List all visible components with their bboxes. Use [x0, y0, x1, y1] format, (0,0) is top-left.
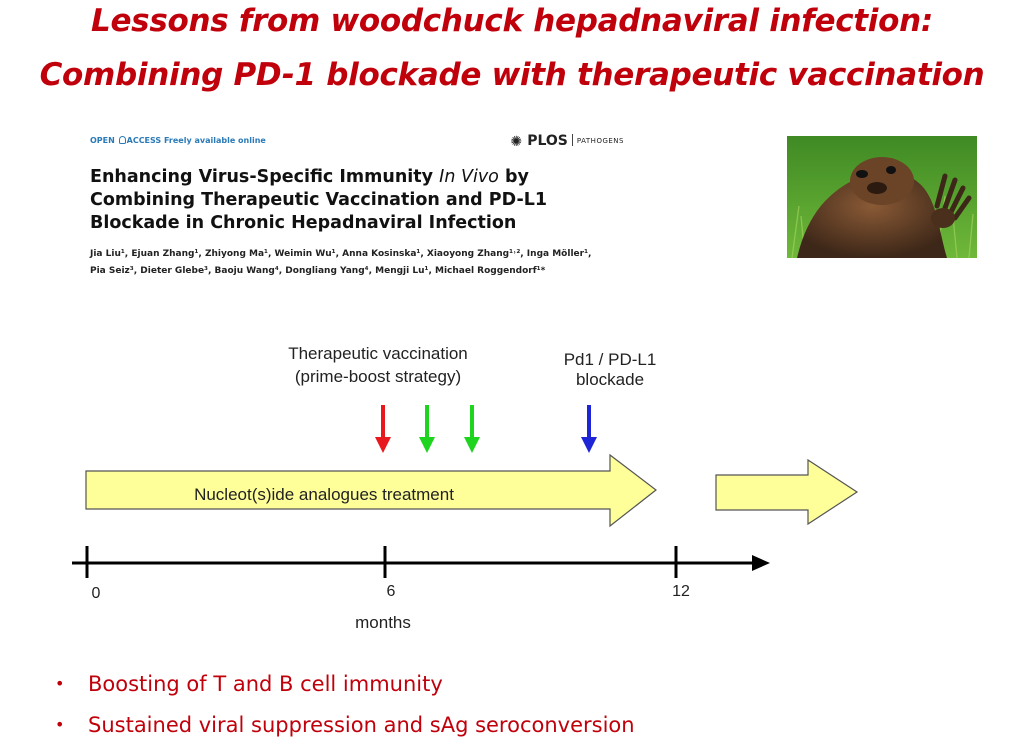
bullet-dot-icon: • [55, 715, 65, 734]
blockade-arrow [581, 405, 597, 453]
bullet-text: Sustained viral suppression and sAg sero… [88, 713, 635, 737]
plos-logo: ✺ PLOS PATHOGENS [510, 130, 624, 150]
vaccination-arrow-2 [419, 405, 435, 453]
open-lock-icon [118, 136, 126, 144]
slide-title-line-2: Combining PD-1 blockade with therapeutic… [39, 57, 985, 93]
open-access-badge: OPEN ACCESS Freely available online [90, 136, 266, 145]
bullet-list: • Boosting of T and B cell immunity • Sust… [53, 668, 635, 750]
woodchuck-photo [787, 136, 977, 258]
woodchuck-image [787, 136, 977, 258]
vaccination-label-line-1: Therapeutic vaccination [288, 344, 468, 363]
bullet-text: Boosting of T and B cell immunity [88, 672, 443, 696]
bullet-item: • Boosting of T and B cell immunity [53, 668, 635, 709]
tick-label-12: 12 [672, 583, 690, 600]
paper-authors-line-2: Pia Seiz³, Dieter Glebe³, Baoju Wang⁴, D… [90, 266, 546, 276]
slide-title-line-1: Lessons from woodchuck hepadnaviral infe… [90, 3, 933, 39]
paper-header: OPEN ACCESS Freely available online ✺ PL… [84, 128, 632, 288]
vaccination-arrow-1 [375, 405, 391, 453]
vaccination-label-line-2: (prime-boost strategy) [295, 367, 461, 386]
event-arrows [375, 405, 597, 453]
plos-publisher: PLOS [527, 133, 568, 149]
continuation-arrow [715, 458, 859, 526]
vaccination-arrow-3 [464, 405, 480, 453]
paper-title-part-1: Enhancing Virus-Specific Immunity [90, 167, 434, 187]
paper-authors: Jia Liu¹, Ejuan Zhang¹, Zhiyong Ma¹, Wei… [90, 246, 630, 280]
treatment-label: Nucleot(s)ide analogues treatment [194, 485, 454, 504]
blockade-label-line-2: blockade [576, 370, 644, 389]
open-access-text-1: OPEN [90, 136, 115, 145]
blockade-label-line-1: Pd1 / PD-L1 [564, 350, 657, 369]
bullet-dot-icon: • [55, 674, 65, 693]
axis-arrowhead [752, 555, 770, 571]
plos-journal: PATHOGENS [576, 137, 624, 145]
paper-title-italic: In Vivo [439, 167, 499, 187]
paper-title-part-2: by Combining Therapeutic Vaccination and… [90, 167, 548, 233]
logo-divider [571, 134, 573, 146]
axis-label: months [355, 613, 411, 632]
tick-label-0: 0 [92, 585, 101, 602]
open-access-text-2: ACCESS Freely available online [126, 136, 266, 145]
plos-sun-icon: ✺ [510, 134, 523, 150]
paper-authors-line-1: Jia Liu¹, Ejuan Zhang¹, Zhiyong Ma¹, Wei… [90, 249, 592, 259]
bullet-item: • Sustained viral suppression and sAg ser… [53, 709, 635, 750]
timeline-diagram: Therapeutic vaccination (prime-boost str… [72, 344, 859, 632]
treatment-arrow [85, 453, 657, 528]
tick-label-6: 6 [387, 583, 396, 600]
time-axis: 0 6 12 months [72, 546, 770, 632]
paper-title: Enhancing Virus-Specific Immunity In Viv… [90, 166, 630, 235]
